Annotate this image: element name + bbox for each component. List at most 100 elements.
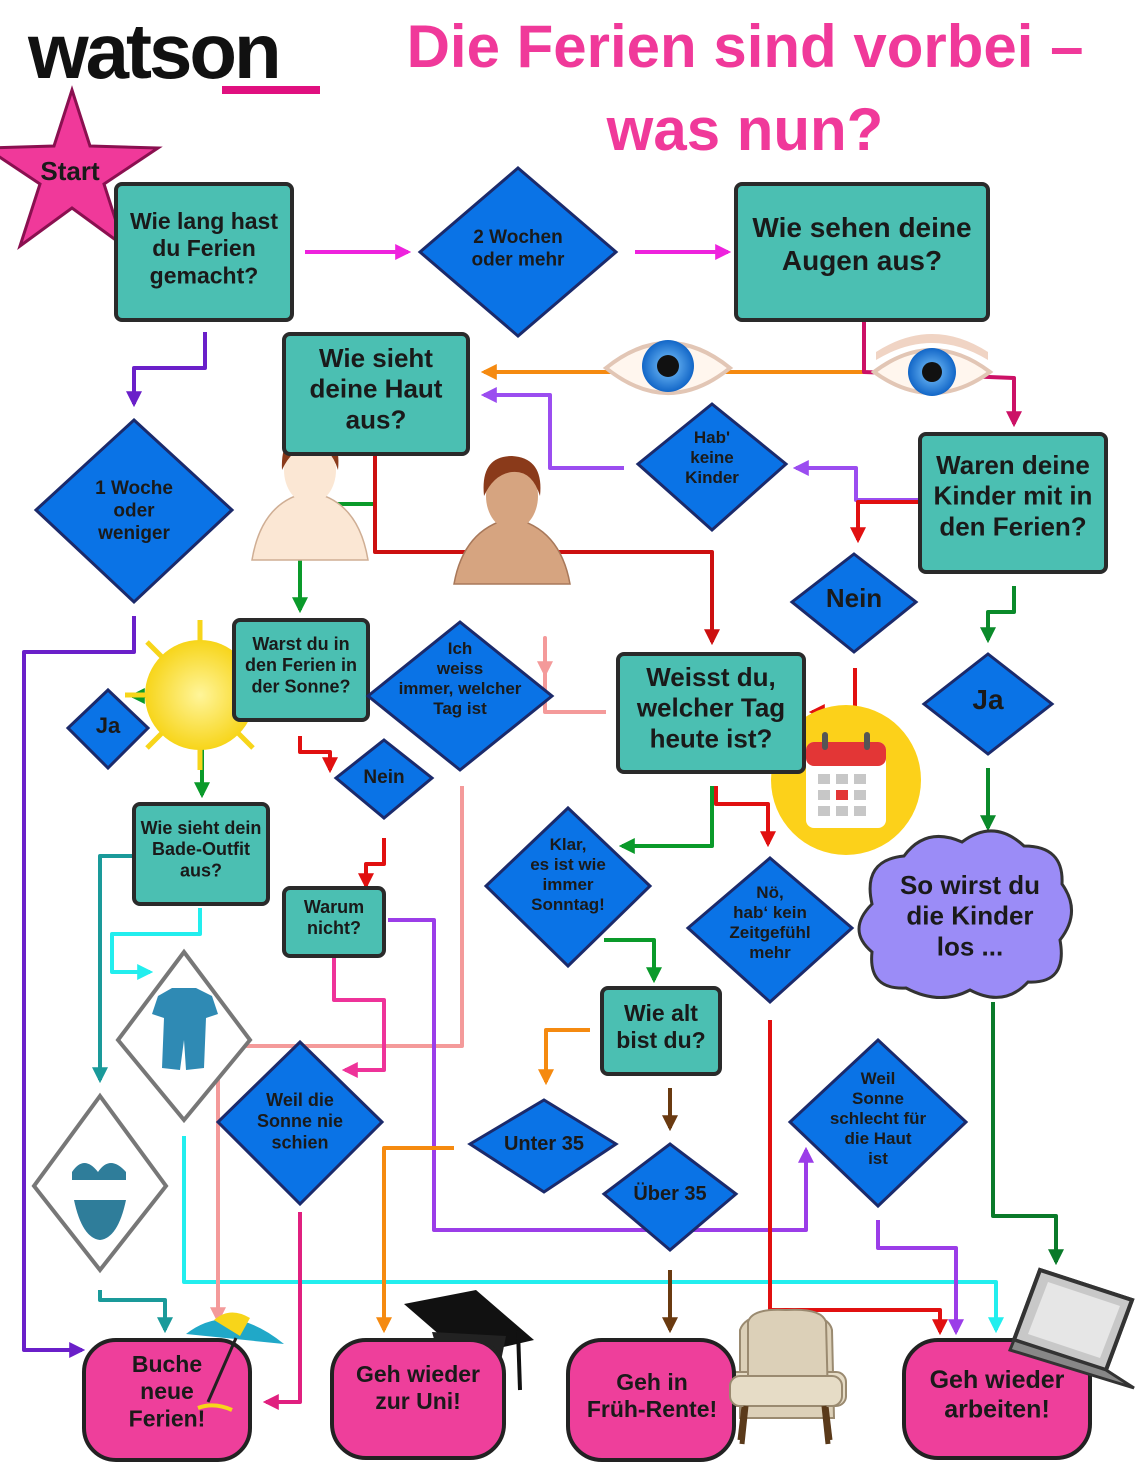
node-a-unter35-label: Unter 35 xyxy=(504,1133,584,1155)
label-line: Nö, xyxy=(756,883,783,902)
label-line: es ist wie xyxy=(530,855,606,874)
label-line: oder mehr xyxy=(472,249,566,270)
label-line: aus? xyxy=(346,404,407,434)
node-a-unter35 xyxy=(467,1098,619,1194)
label-line: Wie alt xyxy=(624,1000,698,1026)
label-line: So wirst du xyxy=(900,870,1040,900)
cloud-kinder xyxy=(857,829,1073,1000)
label-line: Weil die xyxy=(266,1090,334,1110)
label-line: nicht? xyxy=(307,918,361,938)
node-a-ueber35-label: Über 35 xyxy=(633,1182,706,1205)
node-a-sonntag xyxy=(483,805,653,969)
label-line: schlecht für xyxy=(830,1109,927,1128)
label-line: Sonne xyxy=(852,1089,904,1108)
node-a-2wochen xyxy=(417,166,619,338)
label-line: Über 35 xyxy=(633,1182,706,1205)
label-line: Klar, xyxy=(550,835,587,854)
tired-eye-icon xyxy=(870,334,994,396)
label-line: weiss xyxy=(436,659,483,678)
label-line: Ja xyxy=(96,713,121,738)
node-q-tag xyxy=(616,652,806,774)
label-line: keine xyxy=(690,448,733,467)
label-line: Warst du in xyxy=(252,634,349,654)
node-a-weiss-tag xyxy=(365,620,555,772)
armchair-overlay-icon xyxy=(729,1308,843,1445)
label-line: Augen aus? xyxy=(782,245,942,276)
label-line: Warum xyxy=(304,897,364,917)
node-a-nein-sonne xyxy=(333,738,435,820)
logo-underline xyxy=(222,86,320,94)
title-line-2: was nun? xyxy=(606,96,884,163)
brand-text: watson xyxy=(27,7,279,95)
node-a-ja-kinder xyxy=(921,652,1055,756)
label-line: Ferien! xyxy=(129,1405,206,1431)
bikini-card-icon xyxy=(31,1092,169,1274)
label-line: arbeiten! xyxy=(944,1396,1050,1424)
label-line: Tag ist xyxy=(433,699,487,718)
outcome-arbeit xyxy=(902,1338,1092,1460)
node-a-nein-sonne-label: Nein xyxy=(363,767,404,788)
label-line: Hab' xyxy=(694,428,730,447)
label-line: Ja xyxy=(972,684,1004,715)
label-line: Geh in xyxy=(616,1369,688,1395)
label-line: Nein xyxy=(826,583,882,613)
outcome-ferien xyxy=(82,1338,252,1462)
label-line: die Kinder xyxy=(906,901,1033,931)
label-line: Weil xyxy=(861,1069,896,1088)
label-line: Ich xyxy=(448,639,473,658)
label-line: Buche xyxy=(132,1351,202,1377)
node-a-ja-sonne-label: Ja xyxy=(96,713,121,738)
node-q-warum xyxy=(282,886,386,958)
label-line: Kinder mit in xyxy=(934,481,1093,511)
label-line: Nein xyxy=(363,767,404,788)
label-line: 2 Wochen xyxy=(473,227,562,248)
label-line: Wie lang hast xyxy=(130,208,278,234)
label-line: neue xyxy=(140,1378,194,1404)
label-line: Geh wieder xyxy=(930,1366,1065,1394)
watson-logo: watson xyxy=(27,7,320,95)
node-a-nein-kinder xyxy=(789,552,919,654)
label-line: heute ist? xyxy=(650,723,773,753)
node-a-zeitgefuehl xyxy=(685,856,855,1005)
outcome-uni xyxy=(330,1338,506,1460)
node-a-sonne-schlecht xyxy=(787,1037,969,1209)
label-line: weniger xyxy=(97,523,170,544)
label-line: den Ferien in xyxy=(245,655,357,675)
label-line: die Haut xyxy=(844,1129,911,1148)
node-a-sonne-nie xyxy=(215,1039,385,1207)
label-line: Kinder xyxy=(685,468,739,487)
label-line: mehr xyxy=(749,943,791,962)
label-line: oder xyxy=(113,500,155,521)
node-a-ja-kinder-label: Ja xyxy=(972,684,1004,715)
label-line: schien xyxy=(271,1132,328,1152)
label-line: Wie sehen deine xyxy=(752,212,971,243)
label-line: den Ferien? xyxy=(939,511,1086,541)
start-star: Start xyxy=(0,85,163,250)
label-line: Sonne nie xyxy=(257,1111,343,1131)
label-line: der Sonne? xyxy=(251,676,350,696)
star-icon xyxy=(0,85,163,250)
label-line: deine Haut xyxy=(310,374,443,404)
node-a-keine-kinder xyxy=(635,402,789,533)
node-q-sonne xyxy=(232,618,370,722)
label-line: Früh-Rente! xyxy=(587,1396,717,1422)
label-line: welcher Tag xyxy=(636,693,785,723)
shirt-card-icon xyxy=(115,948,253,1124)
label-line: Wie sieht dein xyxy=(141,818,262,838)
